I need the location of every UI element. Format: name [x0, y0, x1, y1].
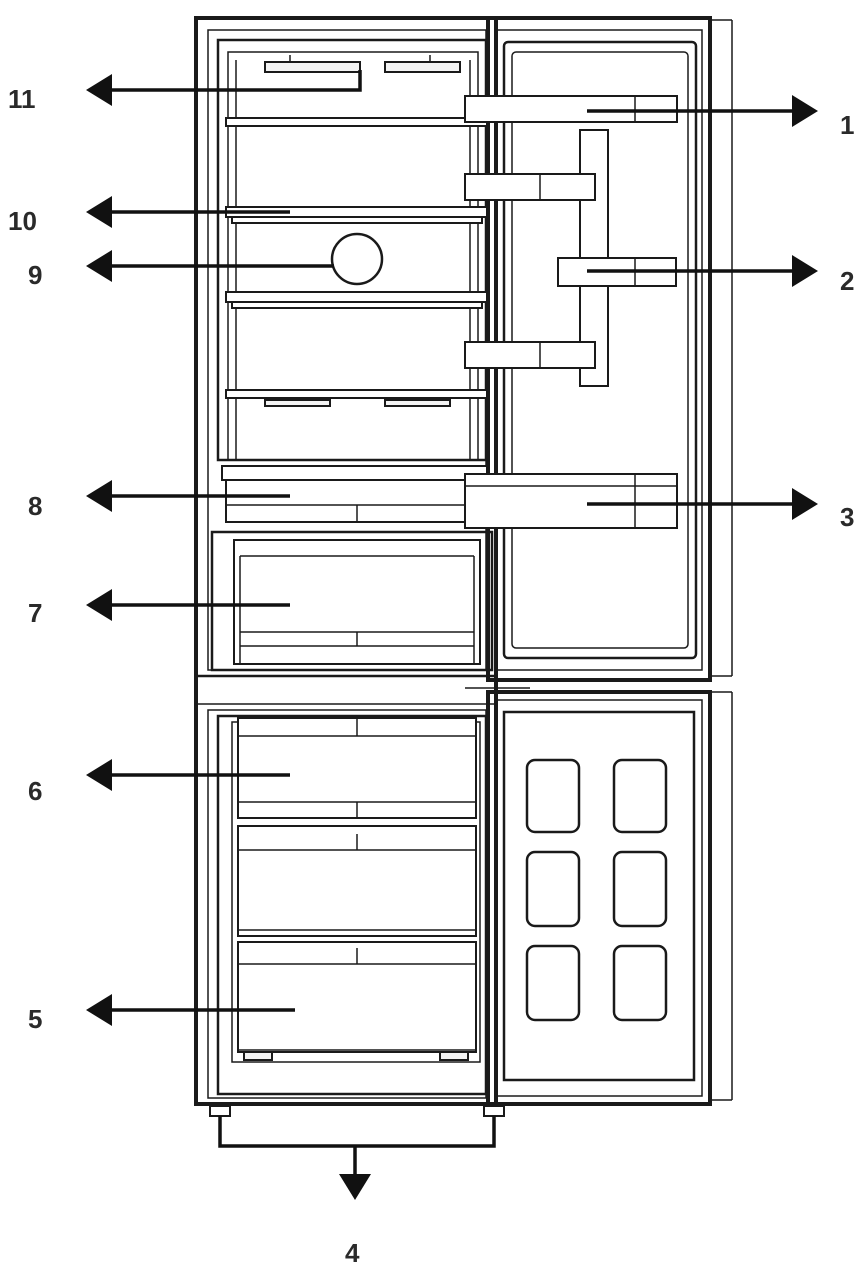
callout-label-7: 7 [28, 598, 42, 628]
freezer-compartment [216, 714, 488, 1096]
fridge-door [464, 16, 733, 682]
freezer-drawer-top [237, 717, 477, 819]
glass-shelf-lower [225, 291, 489, 309]
callout-label-3: 3 [840, 502, 854, 532]
freezer-drawer-middle [237, 825, 477, 937]
light-housing [264, 55, 461, 73]
callout-label-6: 6 [28, 776, 42, 806]
door-bin-top [464, 95, 678, 123]
callout-label-5: 5 [28, 1004, 42, 1034]
callout-label-11: 11 [8, 84, 36, 114]
freezer-drawer-bottom [237, 941, 477, 1061]
callout-labels: 11 10 9 8 7 6 5 1 2 3 4 [8, 84, 854, 1265]
callout-label-8: 8 [28, 491, 42, 521]
crisper-drawer [210, 530, 494, 672]
glass-shelf-bottom [225, 389, 489, 407]
fan-cover-icon [330, 232, 384, 286]
freezer-door [465, 687, 733, 1106]
callout-label-1: 1 [840, 110, 854, 140]
callout-label-2: 2 [840, 266, 854, 296]
bottle-bin [464, 473, 678, 529]
callout-label-10: 10 [8, 206, 37, 236]
callout-label-9: 9 [28, 260, 42, 290]
crisper-cover [221, 465, 489, 523]
callout-lines [86, 70, 818, 1200]
callout-label-4: 4 [345, 1238, 360, 1265]
fridge-compartment [210, 38, 494, 672]
glass-shelf-top [225, 117, 489, 127]
egg-rack-holder [464, 129, 677, 387]
glass-shelf-middle [225, 206, 489, 224]
